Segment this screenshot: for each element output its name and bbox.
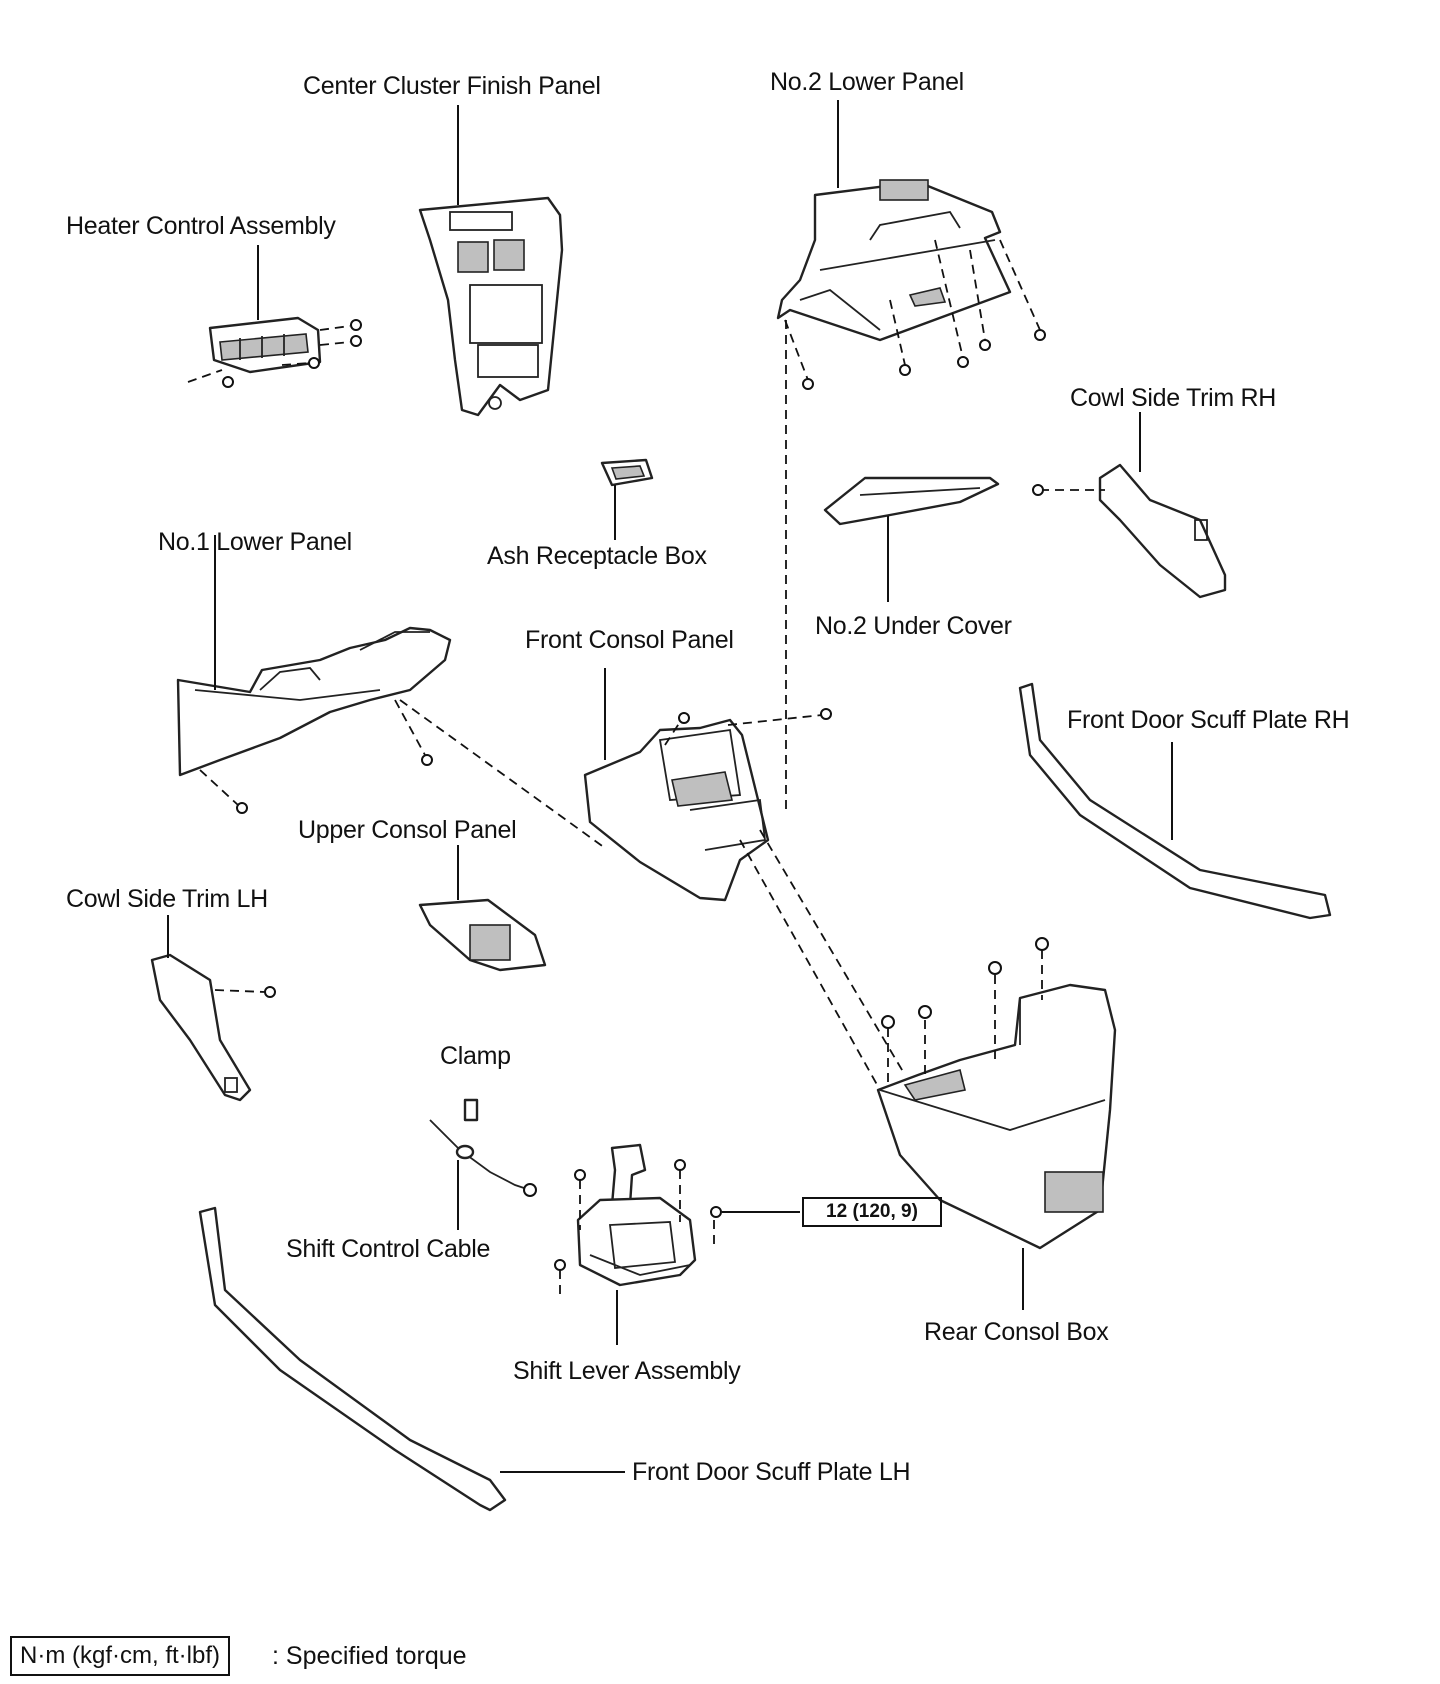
label-front-consol-panel: Front Consol Panel — [525, 626, 734, 654]
no2-lower-panel — [776, 179, 1012, 342]
front-door-scuff-plate-lh — [198, 1206, 507, 1512]
torque-value-box: 12 (120, 9) — [802, 1197, 942, 1227]
no1-lower-panel — [176, 626, 452, 777]
label-heater-control-assembly: Heater Control Assembly — [66, 212, 336, 240]
label-no2-lower-panel: No.2 Lower Panel — [770, 68, 964, 96]
shift-control-cable — [429, 1119, 537, 1197]
label-shift-control-cable: Shift Control Cable — [286, 1235, 491, 1263]
label-cowl-side-trim-rh: Cowl Side Trim RH — [1070, 384, 1277, 412]
cowl-side-trim-lh — [150, 953, 252, 1102]
legend-description: : Specified torque — [272, 1642, 467, 1670]
upper-consol-panel — [418, 898, 547, 972]
rear-consol-bolts — [881, 937, 1049, 1088]
label-upper-consol-panel: Upper Consol Panel — [298, 816, 517, 844]
label-cowl-side-trim-lh: Cowl Side Trim LH — [66, 885, 268, 913]
heater-control-assembly — [208, 316, 322, 374]
label-rear-consol-box: Rear Consol Box — [924, 1318, 1109, 1346]
clamp — [463, 1098, 479, 1122]
center-cluster-finish-panel — [418, 196, 564, 417]
legend-unit-box: N·m (kgf·cm, ft·lbf) — [10, 1636, 230, 1676]
label-shift-lever-assembly: Shift Lever Assembly — [513, 1357, 741, 1385]
label-no2-under-cover: No.2 Under Cover — [815, 612, 1012, 640]
rear-consol-box — [876, 983, 1117, 1310]
shift-lever-assembly — [576, 1143, 697, 1287]
label-front-door-scuff-plate-rh: Front Door Scuff Plate RH — [1067, 706, 1350, 734]
cowl-side-trim-rh — [1098, 463, 1227, 599]
no2-lower-panel-screws — [784, 239, 1046, 810]
heater-control-screws — [187, 319, 362, 388]
label-no1-lower-panel: No.1 Lower Panel — [158, 528, 352, 556]
label-front-door-scuff-plate-lh: Front Door Scuff Plate LH — [632, 1458, 911, 1486]
label-ash-receptacle-box: Ash Receptacle Box — [487, 542, 707, 570]
front-consol-panel — [583, 718, 770, 902]
shift-lever-bolts — [554, 1159, 800, 1300]
no2-under-cover — [823, 476, 1000, 526]
label-center-cluster-finish-panel: Center Cluster Finish Panel — [303, 72, 601, 100]
front-door-scuff-plate-rh — [1018, 682, 1332, 920]
label-clamp: Clamp — [440, 1042, 511, 1070]
ash-receptacle-box — [600, 458, 654, 487]
